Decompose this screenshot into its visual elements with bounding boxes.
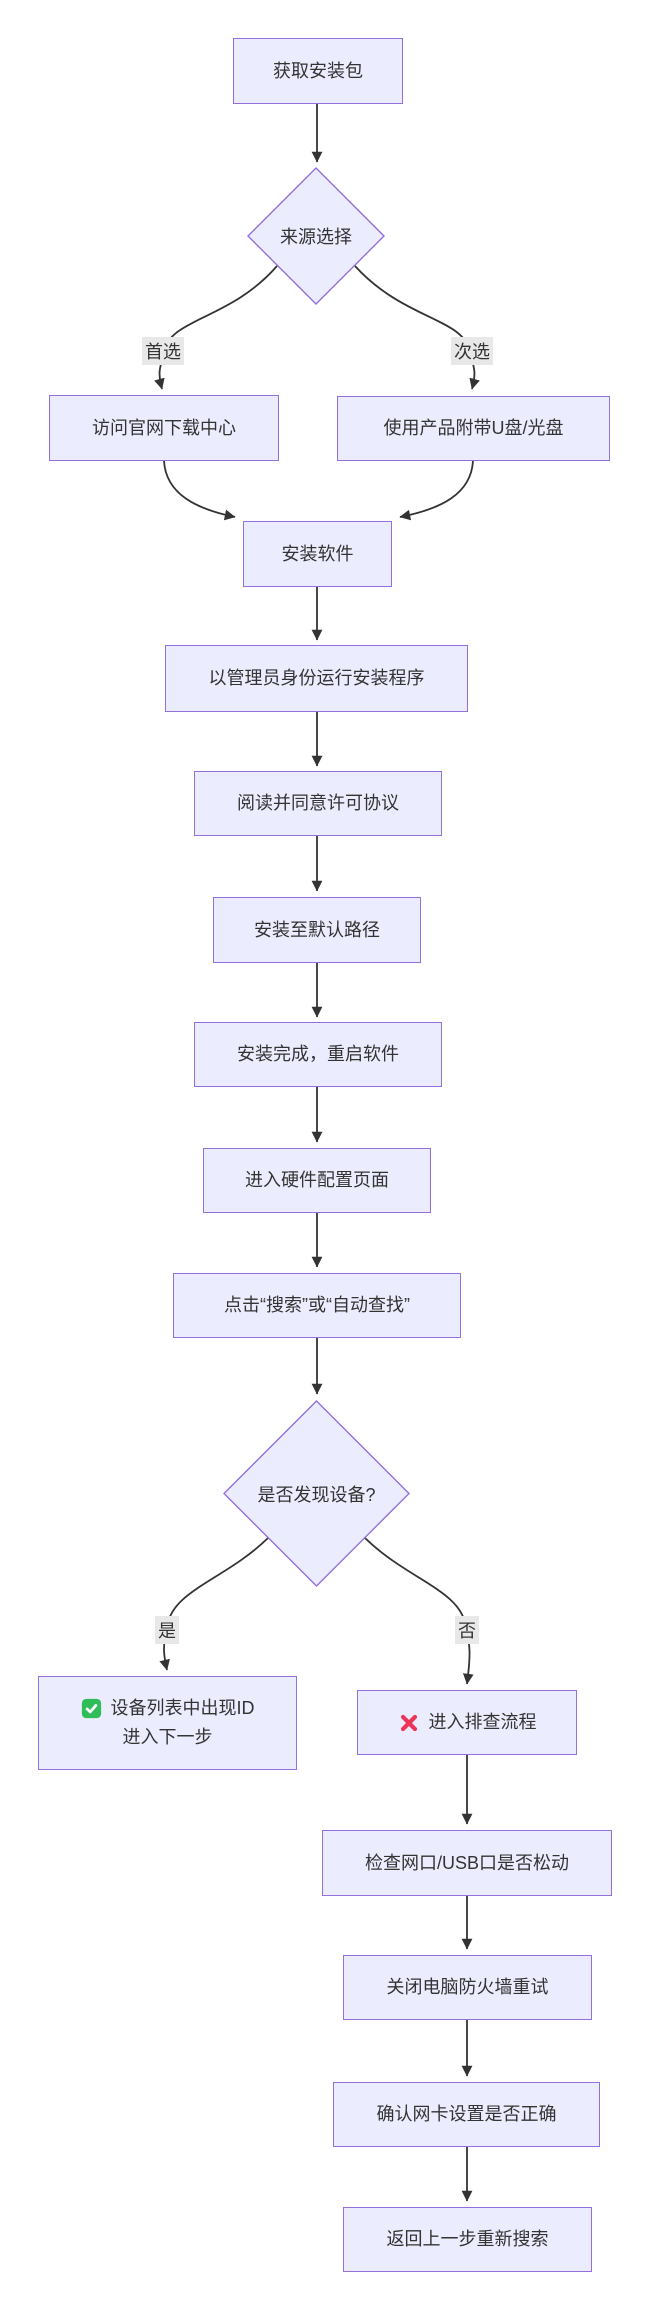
node-run-as-admin: 以管理员身份运行安装程序 bbox=[165, 645, 468, 712]
node-label: 返回上一步重新搜索 bbox=[386, 2229, 549, 2250]
node-label: 是否发现设备? bbox=[257, 1484, 376, 1505]
node-label: 阅读并同意许可协议 bbox=[237, 793, 399, 814]
node-install-software: 安装软件 bbox=[243, 521, 392, 587]
node-label: 关闭电脑防火墙重试 bbox=[386, 1977, 549, 1998]
node-enter-hw-config: 进入硬件配置页面 bbox=[203, 1148, 431, 1213]
node-source-select-decision: 来源选择 bbox=[247, 167, 385, 305]
node-label: 检查网口/USB口是否松动 bbox=[364, 1852, 569, 1873]
edge-official-to-install bbox=[163, 460, 236, 521]
node-disable-firewall-retry: 关闭电脑防火墙重试 bbox=[343, 1955, 592, 2020]
node-confirm-nic-settings: 确认网卡设置是否正确 bbox=[333, 2082, 600, 2147]
edge-label-second-choice: 次选 bbox=[451, 337, 493, 365]
node-label: 点击“搜索”或“自动查找” bbox=[224, 1295, 410, 1316]
node-device-found-decision: 是否发现设备? bbox=[223, 1400, 410, 1587]
node-click-search-autofind: 点击“搜索”或“自动查找” bbox=[173, 1273, 461, 1338]
node-label: 安装至默认路径 bbox=[254, 919, 380, 940]
node-visit-official-download: 访问官网下载中心 bbox=[49, 395, 279, 461]
edge-label-no: 否 bbox=[455, 1616, 479, 1644]
edge-usb-to-install bbox=[399, 460, 474, 521]
node-agree-license: 阅读并同意许可协议 bbox=[194, 771, 442, 836]
node-device-id-appears: 设备列表中出现ID 进入下一步 bbox=[38, 1676, 297, 1770]
node-label: 访问官网下载中心 bbox=[92, 417, 236, 438]
node-install-default-path: 安装至默认路径 bbox=[213, 897, 421, 963]
node-label-line1: 设备列表中出现ID bbox=[110, 1698, 255, 1719]
node-label: 安装软件 bbox=[281, 543, 354, 564]
node-label: 安装完成，重启软件 bbox=[237, 1044, 399, 1065]
node-label: 以管理员身份运行安装程序 bbox=[208, 668, 425, 689]
node-return-research: 返回上一步重新搜索 bbox=[343, 2207, 592, 2272]
node-check-ports-loose: 检查网口/USB口是否松动 bbox=[322, 1830, 612, 1896]
diamond-shape bbox=[223, 1400, 410, 1587]
node-use-bundled-usb-cd: 使用产品附带U盘/光盘 bbox=[337, 396, 610, 461]
edge-decision-yes bbox=[159, 1537, 269, 1671]
node-enter-troubleshoot: 进入排查流程 bbox=[357, 1690, 577, 1755]
node-label: 来源选择 bbox=[280, 227, 352, 247]
node-label: 进入硬件配置页面 bbox=[245, 1170, 389, 1191]
node-label: 获取安装包 bbox=[273, 60, 363, 81]
node-get-package: 获取安装包 bbox=[233, 38, 403, 104]
edge-label-yes: 是 bbox=[155, 1616, 179, 1644]
check-icon bbox=[81, 1698, 102, 1719]
node-label-line2: 进入下一步 bbox=[122, 1727, 213, 1747]
diamond-shape bbox=[247, 167, 385, 305]
node-label: 进入排查流程 bbox=[428, 1712, 537, 1733]
node-label: 使用产品附带U盘/光盘 bbox=[383, 418, 564, 439]
node-label: 确认网卡设置是否正确 bbox=[376, 2104, 557, 2125]
node-install-done-restart: 安装完成，重启软件 bbox=[194, 1022, 442, 1087]
edge-label-first-choice: 首选 bbox=[142, 337, 184, 365]
edge-decision-no bbox=[364, 1537, 474, 1685]
cross-icon bbox=[398, 1712, 420, 1734]
